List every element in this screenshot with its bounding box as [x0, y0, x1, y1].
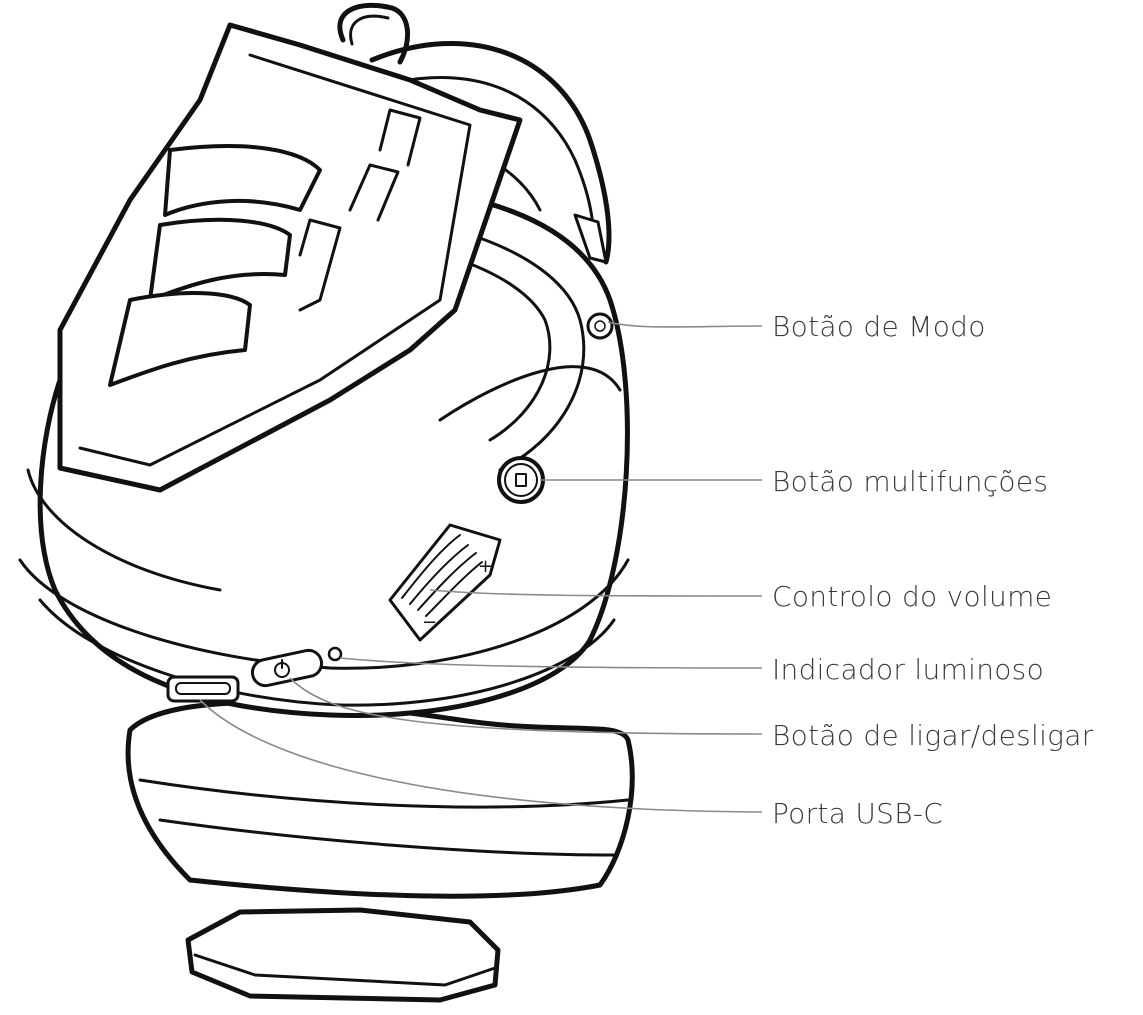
- ear-cushion: [125, 700, 635, 1003]
- volume-wheel[interactable]: + −: [388, 523, 502, 642]
- label-volume-control: Controlo do volume: [772, 580, 1052, 613]
- label-usb-c-port: Porta USB-C: [772, 797, 943, 830]
- volume-plus-mark: +: [478, 556, 493, 577]
- leader-usb-c-port: [199, 699, 763, 813]
- leader-mode-button: [607, 321, 763, 328]
- callout-labels: Botão de Modo Botão multifunções Control…: [772, 310, 1094, 830]
- leader-lines: [199, 321, 763, 813]
- label-mode-button: Botão de Modo: [772, 310, 986, 343]
- multifunction-button[interactable]: [497, 456, 545, 504]
- usb-c-port: [166, 675, 240, 703]
- power-button[interactable]: [250, 648, 324, 688]
- leader-volume-control: [429, 589, 763, 597]
- hinge-plate: [57, 22, 523, 493]
- headband: [337, 2, 612, 265]
- label-multifunction-button: Botão multifunções: [772, 465, 1048, 498]
- mode-button[interactable]: [586, 312, 614, 340]
- label-light-indicator: Indicador luminoso: [772, 653, 1044, 686]
- leader-light-indicator: [339, 657, 763, 669]
- label-power-button: Botão de ligar/desligar: [772, 719, 1094, 752]
- volume-minus-mark: −: [422, 612, 437, 633]
- light-indicator: [327, 646, 343, 662]
- leader-power-button: [289, 677, 763, 735]
